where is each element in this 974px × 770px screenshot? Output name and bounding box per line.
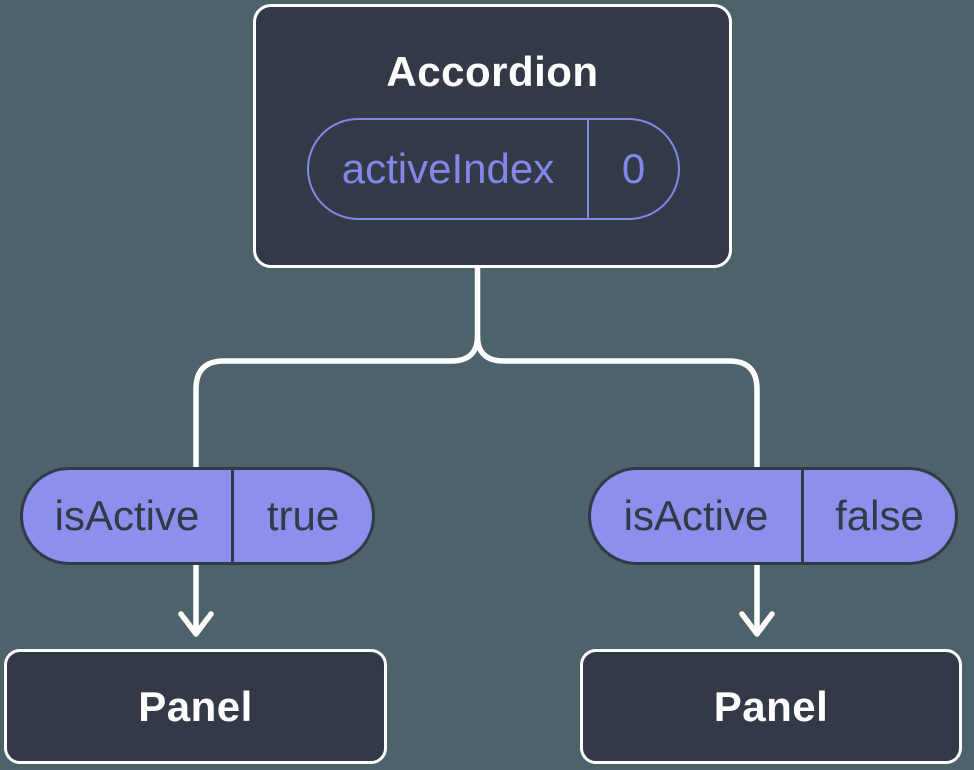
- state-name-label: activeIndex: [341, 145, 555, 192]
- arrowhead-left-icon: [178, 611, 214, 637]
- accordion-node: Accordion activeIndex 0: [253, 4, 732, 268]
- prop-pill-isactive-true: isActive true: [20, 467, 375, 565]
- panel-node-title: Panel: [138, 682, 253, 730]
- panel-node-right: Panel: [580, 649, 962, 764]
- prop-name-label: isActive: [54, 492, 200, 539]
- panel-node-title: Panel: [713, 682, 829, 730]
- prop-pill-divider: [801, 470, 804, 562]
- accordion-node-title: Accordion: [386, 48, 599, 95]
- prop-value-label: true: [266, 492, 340, 539]
- state-pill-activeindex: activeIndex 0: [307, 118, 680, 220]
- prop-value-label: false: [835, 492, 924, 539]
- panel-node-left: Panel: [4, 649, 387, 764]
- connector-right-branch: [474, 335, 760, 630]
- connector-left-branch: [193, 266, 481, 630]
- arrowhead-right-icon: [739, 611, 775, 637]
- prop-pill-divider: [231, 470, 234, 562]
- state-pill-divider: [587, 120, 589, 218]
- prop-pill-isactive-false: isActive false: [588, 467, 958, 565]
- prop-name-label: isActive: [623, 492, 769, 539]
- state-value-label: 0: [621, 145, 646, 192]
